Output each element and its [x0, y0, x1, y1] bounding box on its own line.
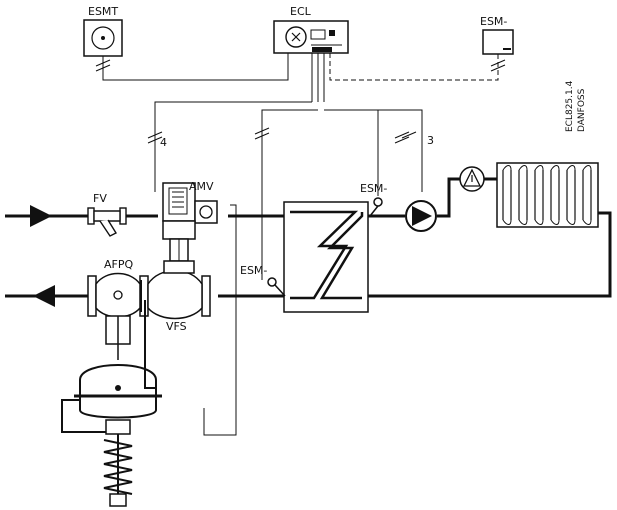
fv-label: FV [93, 192, 107, 205]
esm-outdoor-sensor [482, 29, 514, 55]
supply-flow-arrow [30, 205, 52, 227]
drawing-code: ECL825.1.4 [565, 80, 575, 132]
esm-return-label: ESM- [240, 264, 267, 277]
radiator [496, 162, 599, 228]
return-flow-arrow [33, 285, 55, 307]
maker-label: DANFOSS [577, 88, 587, 132]
cable-count-4: 4 [160, 136, 167, 149]
esm-outdoor-label: ESM- [480, 15, 507, 28]
safety-valve-icon [459, 166, 485, 192]
ecl-label: ECL [290, 5, 312, 18]
esmt-label: ESMT [88, 5, 118, 18]
afpq-valve [74, 272, 162, 507]
fv-strainer [87, 207, 127, 237]
amv-actuator [162, 182, 218, 262]
vfs-label: VFS [166, 320, 187, 333]
signal-wiring [102, 53, 499, 436]
heat-exchanger [283, 201, 369, 313]
ecl-controller [273, 20, 349, 54]
vfs-valve [139, 260, 211, 320]
afpq-label: AFPQ [104, 258, 133, 271]
circulation-pump [405, 200, 437, 232]
esm-supply-sensor [369, 197, 383, 217]
esm-supply-label: ESM- [360, 182, 387, 195]
impulse-tubes [61, 300, 156, 433]
esmt-room-sensor [83, 19, 123, 57]
cable-break-marks [95, 59, 506, 144]
esm-return-sensor [267, 277, 286, 297]
cable-count-3: 3 [427, 134, 434, 147]
amv-label: AMV [189, 180, 214, 193]
